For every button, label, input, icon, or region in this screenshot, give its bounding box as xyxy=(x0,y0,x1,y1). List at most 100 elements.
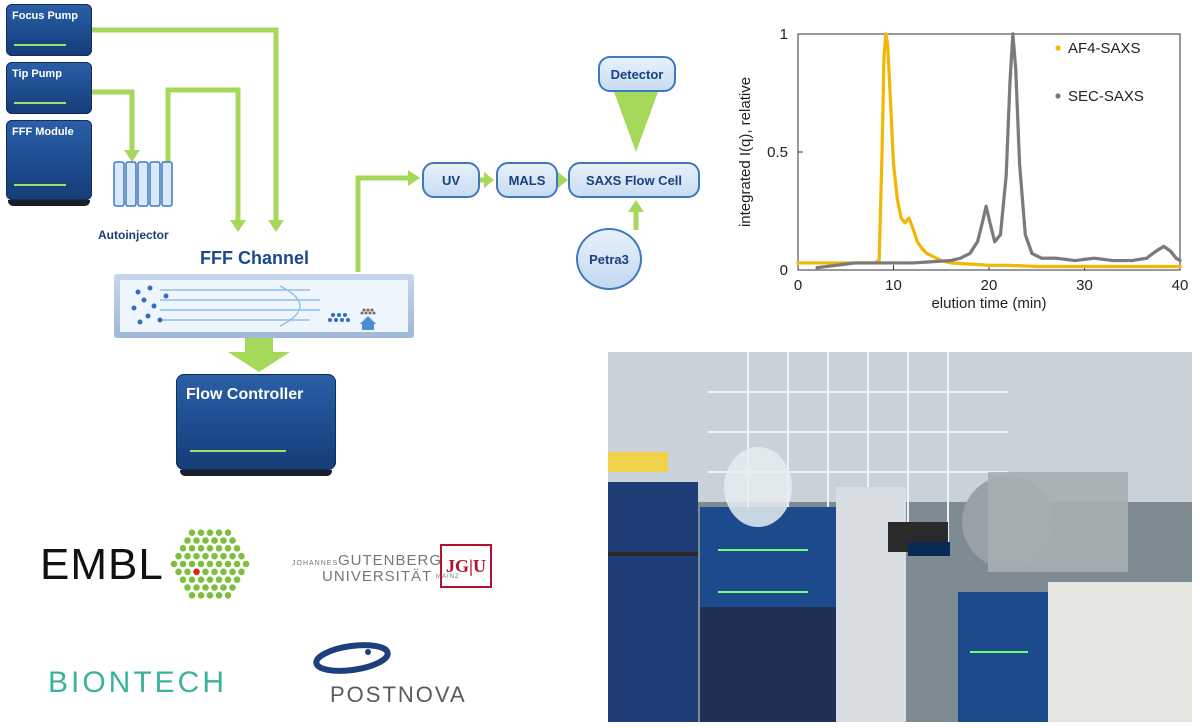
x-tick-label: 30 xyxy=(1076,277,1093,294)
x-tick-label: 20 xyxy=(981,277,998,294)
embl-dot xyxy=(238,568,245,576)
focus-pump-label: Focus Pump xyxy=(12,10,79,22)
embl-dot xyxy=(206,560,214,568)
arrowhead-autoinjector-channel xyxy=(230,220,246,232)
fff-channel-label: FFF Channel xyxy=(200,248,309,268)
embl-dot xyxy=(220,537,227,544)
arrowhead-uv xyxy=(408,170,420,186)
arrowhead-petra xyxy=(628,200,644,212)
fff-module-feet xyxy=(8,200,90,206)
embl-dot xyxy=(229,552,236,560)
embl-dot xyxy=(224,529,232,536)
petra3-circle: Petra3 xyxy=(576,228,642,290)
embl-dot xyxy=(179,576,187,583)
flow-controller-label: Flow Controller xyxy=(186,386,304,403)
autoinjector-icon xyxy=(113,161,173,207)
plot-frame xyxy=(797,33,1181,271)
embl-dot xyxy=(188,560,196,568)
autoinjector-label: Autoinjector xyxy=(98,228,169,242)
embl-dot xyxy=(220,568,227,576)
x-tick-label: 40 xyxy=(1172,277,1189,294)
embl-dot xyxy=(206,545,214,552)
mals-box: MALS xyxy=(496,162,558,198)
embl-dot xyxy=(202,537,209,544)
embl-dot xyxy=(197,560,205,568)
tip-pump-line xyxy=(92,89,135,152)
tip-pump-label: Tip Pump xyxy=(12,68,62,80)
flow-controller-module: Flow Controller xyxy=(176,374,336,470)
embl-dot xyxy=(188,592,196,599)
embl-dot xyxy=(211,584,218,591)
fff-channel-interior xyxy=(120,280,408,332)
x-tick-label: 10 xyxy=(885,277,902,294)
data-point-sec xyxy=(1178,258,1182,263)
fff-module-indicator xyxy=(14,184,66,186)
embl-dot xyxy=(184,584,191,591)
embl-dot xyxy=(175,568,182,576)
embl-dot xyxy=(170,560,178,568)
arrowhead-saxs xyxy=(558,172,568,188)
x-tick-label: 0 xyxy=(794,277,802,294)
y-axis-label: integrated I(q), relative xyxy=(737,77,754,227)
arrowhead-flow-controller xyxy=(228,352,290,372)
postnova-swirl-icon xyxy=(313,642,391,674)
gutenberg-line1: GUTENBERG xyxy=(338,552,443,569)
jgu-badge-text: JG|U xyxy=(446,555,486,576)
data-point-af4 xyxy=(1178,264,1182,269)
arrowhead-focus xyxy=(268,220,284,232)
legend-label: AF4-SAXS xyxy=(1068,40,1141,57)
flow-controller-indicator xyxy=(190,450,286,452)
embl-dot xyxy=(229,568,236,576)
lab-setup-photo xyxy=(608,352,1192,722)
embl-dot xyxy=(179,545,187,552)
autoinjector-line xyxy=(165,87,241,222)
embl-dot xyxy=(179,560,187,568)
y-tick-label: 0 xyxy=(780,262,788,279)
embl-dot xyxy=(197,576,205,583)
y-tick-label: 1 xyxy=(780,26,788,43)
legend-label: SEC-SAXS xyxy=(1068,88,1144,105)
fff-module-label: FFF Module xyxy=(12,126,74,138)
logos-area: EMBL JOHANNES GUTENBERG UNIVERSITÄT MAIN… xyxy=(0,500,600,728)
embl-dot xyxy=(233,545,241,552)
embl-dot xyxy=(193,537,200,544)
embl-dot xyxy=(233,576,241,583)
embl-dot xyxy=(184,568,191,576)
embl-dot xyxy=(229,537,236,544)
embl-dot xyxy=(215,545,223,552)
embl-dot xyxy=(224,560,232,568)
embl-dot xyxy=(206,592,214,599)
embl-dot xyxy=(224,592,232,599)
embl-dot xyxy=(215,592,223,599)
embl-dot xyxy=(193,584,200,591)
x-axis-label: elution time (min) xyxy=(931,295,1046,312)
embl-dot xyxy=(211,568,218,576)
tip-pump-module: Tip Pump xyxy=(6,62,92,114)
embl-logo-text: EMBL xyxy=(40,540,164,589)
flow-controller-feet xyxy=(180,470,332,476)
embl-dot xyxy=(242,560,250,568)
embl-dot xyxy=(211,552,218,560)
embl-dot xyxy=(184,552,191,560)
fff-module: FFF Module xyxy=(6,120,92,200)
embl-dot xyxy=(175,552,182,560)
focus-pump-line xyxy=(92,27,279,222)
embl-dot xyxy=(220,584,227,591)
embl-dot xyxy=(206,576,214,583)
embl-dot xyxy=(197,592,205,599)
embl-dot xyxy=(220,552,227,560)
embl-dot xyxy=(211,537,218,544)
gutenberg-suffix: MAINZ xyxy=(436,574,460,580)
biontech-logo-text: BIONTECH xyxy=(48,666,228,699)
embl-dot xyxy=(233,560,241,568)
embl-dot xyxy=(215,560,223,568)
embl-dot xyxy=(188,545,196,552)
embl-dot xyxy=(188,576,196,583)
embl-dot xyxy=(184,537,191,544)
focus-pump-indicator xyxy=(14,44,66,46)
focus-pump-module: Focus Pump xyxy=(6,4,92,56)
arrowhead-mals xyxy=(484,172,494,188)
schematic-diagram: Focus Pump Tip Pump FFF Module Autoinjec… xyxy=(0,0,720,490)
uv-box: UV xyxy=(422,162,480,198)
